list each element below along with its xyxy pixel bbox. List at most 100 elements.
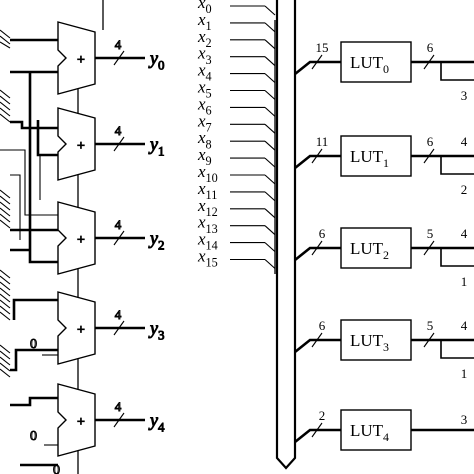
input-label-0: x0 [197,0,212,16]
input-label-1-main: x [197,10,206,29]
adder-output-width: 4 [115,217,122,232]
input-label-4-main: x [197,61,206,80]
input-tap-2 [264,39,276,50]
lut-input-wire [294,154,341,170]
lut-branch-width-a: 4 [461,134,468,149]
lut-input-wire [294,246,341,262]
lut-label-main: LUT [350,239,384,258]
lut-label: LUT3 [350,331,389,354]
input-label-10-main: x [197,162,206,181]
adder-output-width: 4 [115,123,122,138]
bus-width-tick [113,136,125,152]
adder-op: + [77,233,85,248]
lut-branch-wire [440,340,474,359]
lut-branch-width-b: 1 [461,274,468,289]
input-label-2-main: x [197,27,206,46]
bus-width-tick [113,50,125,66]
lut-input-width: 6 [319,318,326,333]
input-label-15-main: x [197,247,206,266]
adder-output-label-main: y [148,134,158,154]
input-label-7-main: x [197,111,206,130]
lut-input-width: 2 [319,408,326,423]
adder-output-width: 4 [115,37,122,52]
input-label-10: x10 [197,162,218,185]
lut-box [340,41,412,83]
main-bus [275,0,297,470]
bus-width-tick [113,412,125,428]
input-tap-12 [264,208,276,219]
lut-branch-width-b: 2 [461,182,468,197]
lut-branch-wire [440,248,474,267]
input-label-9: x9 [197,145,212,168]
bus-width-tick [113,320,125,336]
input-tap-3 [264,56,276,67]
adder-0: +4 y0 [57,21,165,95]
input-label-14: x14 [197,230,218,253]
lut-output-width: 5 [427,318,434,333]
adder-output-label-sub: 4 [158,419,165,434]
lut-box [340,319,412,361]
lut-branch-wire [440,62,474,81]
input-tap-10 [264,174,276,185]
adder-op: + [77,53,85,68]
input-label-7-sub: 7 [206,120,212,134]
input-label-6-main: x [197,94,206,113]
input-label-1: x1 [197,10,212,33]
bus-width-tick [423,148,435,164]
input-label-8-sub: 8 [206,137,212,151]
input-label-0-main: x [197,0,206,12]
bus-width-tick [423,332,435,348]
lut-label-main: LUT [350,331,384,350]
input-label-13-main: x [197,213,206,232]
input-tap-1 [264,22,276,33]
lut-input-wire [294,428,341,444]
adder-const-input: 0 [30,337,37,352]
input-label-12: x12 [197,196,218,219]
adder-output-label-sub: 1 [158,143,164,158]
input-label-13: x13 [197,213,218,236]
input-label-11: x11 [197,179,217,202]
bus-width-tick [311,54,323,70]
adder-output-label-main: y [148,318,158,338]
input-tap-9 [264,157,276,168]
input-label-6-sub: 6 [206,104,212,118]
lut-label-main: LUT [350,147,384,166]
lut-label-sub: 0 [383,62,389,76]
input-label-12-sub: 12 [206,205,218,219]
input-tap-8 [264,140,276,151]
adder-op: + [77,323,85,338]
input-label-15: x15 [197,247,218,270]
lut-label: LUT4 [350,421,389,444]
input-label-5-sub: 5 [206,87,212,101]
lut-output-width: 5 [427,226,434,241]
thin-wires [0,149,58,446]
lut-input-width: 11 [316,134,329,149]
left-input-stubs [0,29,11,378]
adder-shape [57,383,96,457]
adder-output-label: y0 [148,48,164,72]
adder-const-input: 0 [30,429,37,444]
input-label-9-sub: 9 [206,154,212,168]
input-label-5-main: x [197,78,206,97]
adder-output-width: 4 [115,399,122,414]
lut-label-sub: 3 [383,340,389,354]
lut-input-wire [294,60,341,76]
lut-input-width: 6 [319,226,326,241]
input-label-11-main: x [197,179,206,198]
lut-branch-width-a: 4 [461,318,468,333]
input-label-3: x3 [197,44,212,67]
input-tap-13 [264,225,276,236]
input-label-4: x4 [197,61,212,84]
lut-branch-width-a: 3 [461,412,468,427]
input-label-14-main: x [197,230,206,249]
bottom-const: 0 [53,463,60,474]
lut-branch-wire [440,156,474,175]
input-label-9-main: x [197,145,206,164]
